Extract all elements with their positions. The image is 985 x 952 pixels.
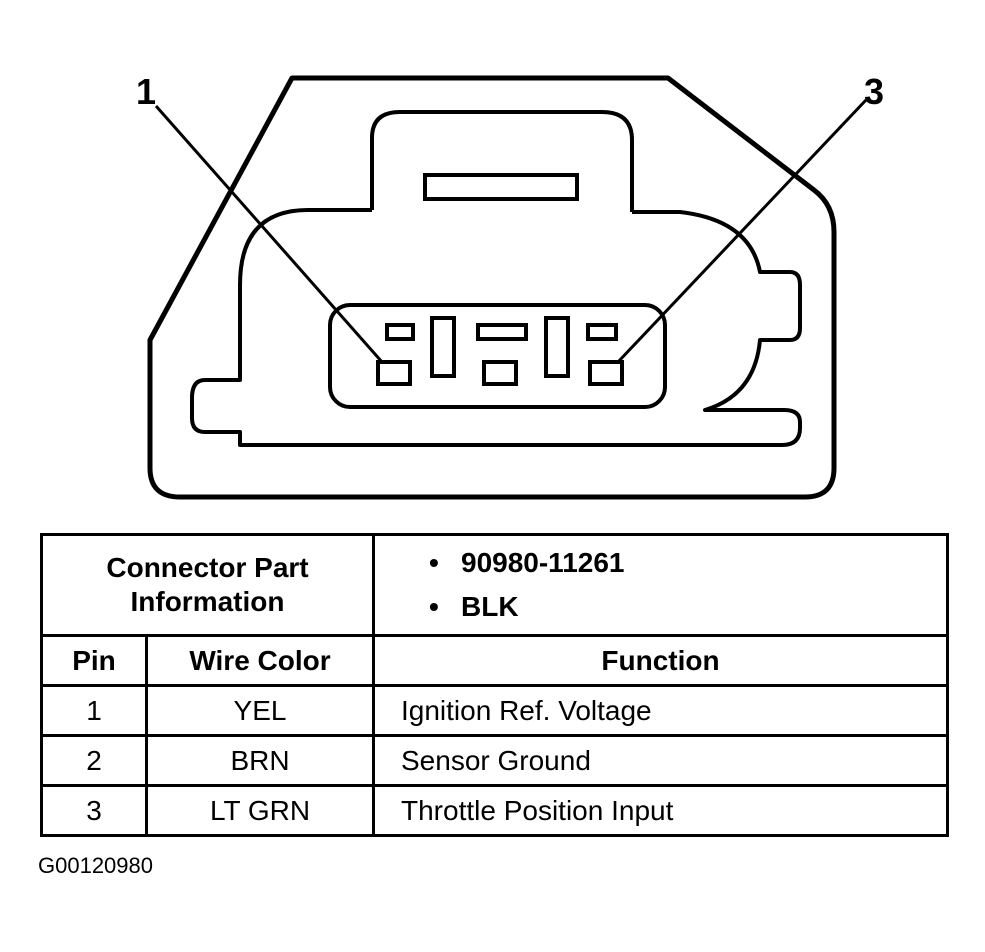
key-slot-upper-left — [385, 323, 415, 341]
pin-3-leader-line — [616, 98, 868, 364]
pin-2-terminal — [482, 360, 518, 386]
table-row: 2 BRN Sensor Ground — [40, 734, 949, 787]
pin-1-leader-line — [154, 105, 384, 363]
wire-color-cell: YEL — [145, 684, 375, 737]
column-header-row: Pin Wire Color Function — [40, 634, 949, 687]
connector-color-value: BLK — [461, 591, 519, 622]
connector-info-table: Connector Part Information • 90980-11261 … — [40, 533, 949, 837]
connector-face-diagram: 1 3 — [136, 71, 884, 500]
part-info-label-cell: Connector Part Information — [40, 533, 375, 637]
function-cell: Sensor Ground — [372, 734, 949, 787]
pin-column-header: Pin — [40, 634, 148, 687]
bullet-icon: • — [429, 547, 439, 578]
function-cell: Ignition Ref. Voltage — [372, 684, 949, 737]
part-info-row: Connector Part Information • 90980-11261 … — [40, 533, 949, 637]
part-number-item: • 90980-11261 — [429, 546, 946, 590]
pin-1-terminal — [376, 360, 412, 386]
locking-tab-slot — [423, 173, 579, 201]
function-cell: Throttle Position Input — [372, 784, 949, 837]
part-info-label-line1: Connector Part — [106, 552, 309, 584]
table-row: 3 LT GRN Throttle Position Input — [40, 784, 949, 837]
terminal-cavity-window — [328, 303, 667, 409]
pin-cell: 2 — [40, 734, 148, 787]
wire-color-cell: BRN — [145, 734, 375, 787]
locking-tab-outline — [370, 110, 634, 212]
pin-cell: 3 — [40, 784, 148, 837]
pin-cell: 1 — [40, 684, 148, 737]
bullet-icon: • — [429, 591, 439, 622]
key-slot-upper-center — [476, 323, 528, 341]
table-row: 1 YEL Ignition Ref. Voltage — [40, 684, 949, 737]
figure-code: G00120980 — [38, 853, 153, 878]
wire-color-column-header: Wire Color — [145, 634, 375, 687]
part-info-label-line2: Information — [130, 586, 285, 617]
function-column-header: Function — [372, 634, 949, 687]
key-slot-upper-right — [586, 323, 618, 341]
wire-color-cell: LT GRN — [145, 784, 375, 837]
connector-color-item: • BLK — [429, 590, 946, 634]
pin-1-callout: 1 — [136, 71, 156, 112]
key-slot-vertical-right — [544, 316, 570, 378]
key-slot-vertical-left — [430, 316, 456, 378]
pin-3-terminal — [588, 360, 624, 386]
pin-3-callout: 3 — [864, 71, 884, 112]
connector-housing-outline — [147, 75, 837, 500]
part-number-value: 90980-11261 — [461, 547, 625, 578]
part-info-values-cell: • 90980-11261 • BLK — [372, 533, 949, 637]
inner-body-outline — [190, 208, 802, 447]
